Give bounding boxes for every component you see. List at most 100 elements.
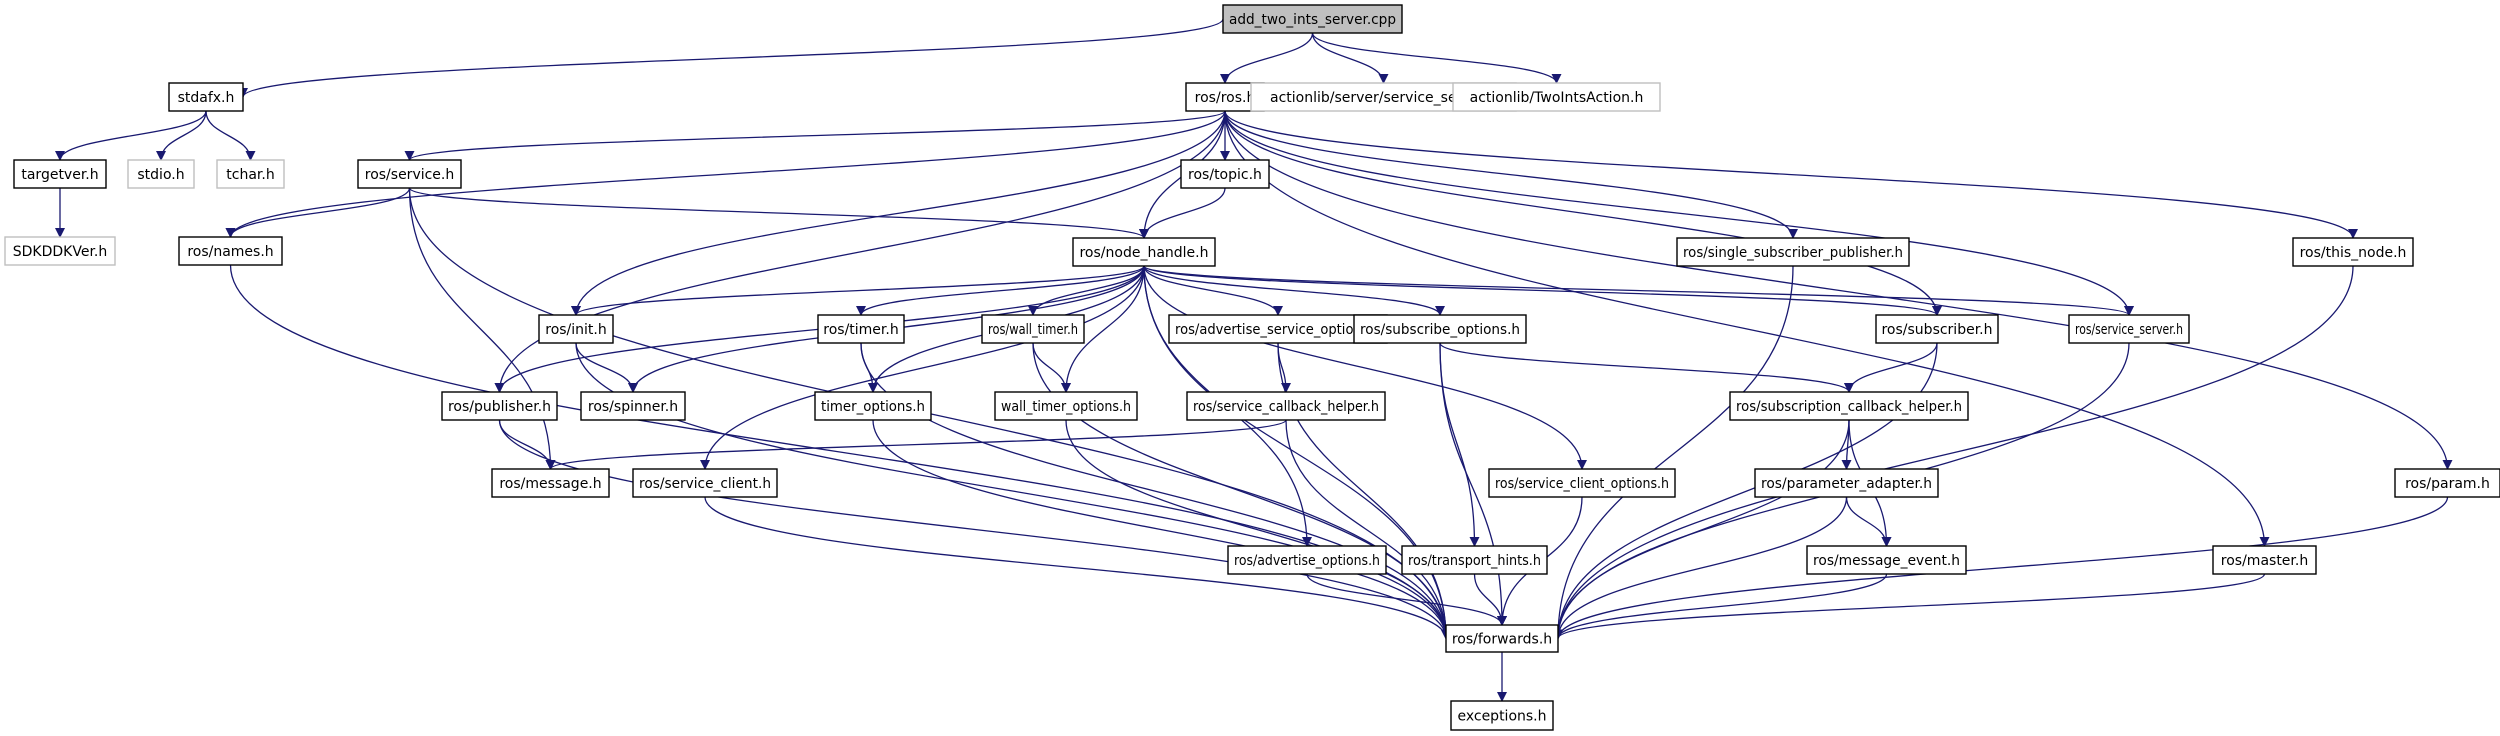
node-service[interactable]: ros/service.h xyxy=(357,159,462,189)
node-wall-timer-options[interactable]: wall_timer_options.h xyxy=(994,391,1138,421)
node-root[interactable]: add_two_ints_server.cpp xyxy=(1222,4,1403,34)
edge-publisher-to-message xyxy=(498,419,556,470)
node-scbh[interactable]: ros/service_callback_helper.h xyxy=(1186,391,1386,421)
edge-subopts-to-subcbh xyxy=(1439,342,1854,393)
node-box xyxy=(538,314,614,344)
node-label: ros/advertise_options.h xyxy=(1234,553,1380,569)
edge-node_handle-to-timer xyxy=(856,265,1145,316)
edge-stdafx-to-tchar xyxy=(205,110,256,161)
edge-adv_opts-to-forwards xyxy=(1306,573,1507,626)
node-label: ros/transport_hints.h xyxy=(1408,553,1541,569)
edge-init-to-spinner xyxy=(575,342,638,393)
node-label: ros/publisher.h xyxy=(448,399,551,415)
node-label: stdio.h xyxy=(137,167,184,183)
node-box xyxy=(357,159,462,189)
node-stdafx[interactable]: stdafx.h xyxy=(168,82,244,112)
edge-wall_timer_options-to-forwards xyxy=(1065,419,1451,640)
node-label: ros/names.h xyxy=(187,244,273,260)
node-publisher[interactable]: ros/publisher.h xyxy=(441,391,558,421)
node-wall-timer[interactable]: ros/wall_timer.h xyxy=(981,314,1085,344)
edge-subscriber-to-subcbh xyxy=(1844,342,1938,393)
node-init[interactable]: ros/init.h xyxy=(538,314,614,344)
node-box xyxy=(1806,545,1967,575)
node-label: actionlib/server/service_server.h xyxy=(1270,90,1497,106)
node-targetver[interactable]: targetver.h xyxy=(13,159,107,189)
node-timer-options[interactable]: timer_options.h xyxy=(814,391,932,421)
node-subscriber[interactable]: ros/subscriber.h xyxy=(1875,314,1999,344)
node-message[interactable]: ros/message.h xyxy=(491,468,610,498)
edge-node_handle-to-service_client xyxy=(700,265,1145,470)
node-label: ros/message_event.h xyxy=(1813,553,1960,569)
node-label: ros/this_node.h xyxy=(2300,245,2407,261)
node-aso[interactable]: ros/advertise_service_options.h xyxy=(1168,314,1388,344)
node-service-server[interactable]: ros/service_server.h xyxy=(2068,314,2190,344)
edge-this_node-to-forwards xyxy=(1553,265,2354,640)
node-label: wall_timer_options.h xyxy=(1001,399,1131,415)
node-adv-opts[interactable]: ros/advertise_options.h xyxy=(1227,545,1387,575)
node-box xyxy=(1353,314,1527,344)
node-label: ros/single_subscriber_publisher.h xyxy=(1683,245,1903,261)
node-subopts[interactable]: ros/subscribe_options.h xyxy=(1353,314,1527,344)
edge-message_event-to-forwards xyxy=(1553,573,1888,640)
edge-subopts-to-transport_hints xyxy=(1439,342,1480,547)
node-ssp[interactable]: ros/single_subscriber_publisher.h xyxy=(1676,237,1910,267)
node-box xyxy=(1168,314,1388,344)
edge-node_handle-to-wall_timer xyxy=(1028,265,1145,316)
node-spinner[interactable]: ros/spinner.h xyxy=(580,391,686,421)
node-box xyxy=(994,391,1138,421)
edge-timer-to-forwards xyxy=(860,342,1451,640)
node-box xyxy=(491,468,610,498)
node-label: SDKDDKVer.h xyxy=(13,244,108,260)
node-service-client[interactable]: ros/service_client.h xyxy=(632,468,778,498)
edge-scbh-to-forwards xyxy=(1285,419,1451,640)
node-subcbh[interactable]: ros/subscription_callback_helper.h xyxy=(1729,391,1969,421)
node-box xyxy=(1180,159,1270,189)
node-box xyxy=(1072,237,1216,267)
node-box xyxy=(1729,391,1969,421)
node-box xyxy=(2292,237,2414,267)
edge-ros-to-master xyxy=(1224,110,2270,547)
edge-root-to-svcserver_al xyxy=(1311,32,1389,84)
edge-wall_timer-to-wall_timer_options xyxy=(1032,342,1071,393)
node-label: ros/service.h xyxy=(365,167,455,183)
node-label: ros/subscriber.h xyxy=(1881,322,1992,338)
node-label: tchar.h xyxy=(226,167,274,183)
node-box xyxy=(13,159,107,189)
node-box xyxy=(1676,237,1910,267)
node-box xyxy=(441,391,558,421)
node-box xyxy=(1488,468,1676,498)
node-param-adapter[interactable]: ros/parameter_adapter.h xyxy=(1754,468,1939,498)
node-topic[interactable]: ros/topic.h xyxy=(1180,159,1270,189)
edge-node_handle-to-init xyxy=(571,265,1145,316)
node-box xyxy=(1401,545,1548,575)
edge-timer_options-to-forwards xyxy=(872,419,1451,640)
node-sco[interactable]: ros/service_client_options.h xyxy=(1488,468,1676,498)
node-label: stdafx.h xyxy=(178,90,235,106)
node-label: targetver.h xyxy=(21,167,98,183)
node-exceptions[interactable]: exceptions.h xyxy=(1450,700,1554,731)
node-timer[interactable]: ros/timer.h xyxy=(817,314,905,344)
node-box xyxy=(2068,314,2190,344)
node-message-event[interactable]: ros/message_event.h xyxy=(1806,545,1967,575)
node-box xyxy=(1754,468,1939,498)
node-box xyxy=(814,391,932,421)
node-label: exceptions.h xyxy=(1457,709,1546,725)
edge-node_handle-to-subopts xyxy=(1143,265,1445,316)
edge-ros-to-this_node xyxy=(1224,110,2358,239)
node-label: ros/parameter_adapter.h xyxy=(1761,476,1932,492)
node-param[interactable]: ros/param.h xyxy=(2394,468,2500,498)
node-tchar: tchar.h xyxy=(216,159,285,189)
node-label: actionlib/TwoIntsAction.h xyxy=(1470,90,1644,106)
node-this-node[interactable]: ros/this_node.h xyxy=(2292,237,2414,267)
node-label: ros/service_callback_helper.h xyxy=(1193,399,1379,415)
node-label: ros/ros.h xyxy=(1195,90,1256,106)
node-forwards[interactable]: ros/forwards.h xyxy=(1445,624,1559,653)
node-box xyxy=(1222,4,1403,34)
node-names[interactable]: ros/names.h xyxy=(178,236,283,266)
node-label: ros/subscribe_options.h xyxy=(1360,322,1520,338)
edge-param-to-forwards xyxy=(1553,496,2449,640)
node-master[interactable]: ros/master.h xyxy=(2212,545,2317,575)
node-node-handle[interactable]: ros/node_handle.h xyxy=(1072,237,1216,267)
node-transport-hints[interactable]: ros/transport_hints.h xyxy=(1401,545,1548,575)
